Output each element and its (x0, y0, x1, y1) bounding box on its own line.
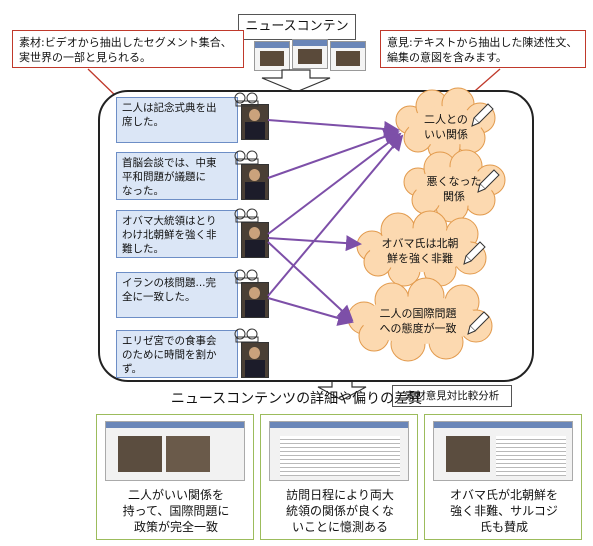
result-text-line: 政策が完全一致 (133, 520, 218, 534)
segment-text-line: のために時間を割か (122, 349, 217, 361)
down-arrow-top (261, 69, 331, 93)
opinion-note-line: 編集の意図を含みます。 (387, 51, 507, 64)
segment-text-line: 首脳会談では、中東 (122, 157, 217, 169)
result-panel: 訪問日程により両大 統領の関係が良くな いことに憶測ある (260, 414, 418, 540)
opinion-label-line: への態度が一致 (379, 322, 457, 335)
segment-photo (241, 104, 269, 140)
result-panel: オバマ氏が北朝鮮を 強く非難、サルコジ 氏も賛成 (424, 414, 582, 540)
opinion-label: オバマ氏は北朝 鮮を強く非難 (372, 236, 468, 266)
result-text-line: 二人がいい関係を (127, 488, 224, 502)
segment-item: イランの核問題...完 全に一致した。 (116, 272, 238, 318)
relation-arrow (267, 297, 354, 326)
news-content-title: ニュースコンテンツ (238, 14, 356, 58)
news-thumbnails (254, 39, 366, 71)
result-text-line: いことに憶測ある (291, 520, 388, 534)
result-text-line: オバマ氏が北朝鮮を (449, 488, 558, 502)
pen-icon (471, 103, 494, 127)
film-reel-icon (234, 269, 259, 284)
opinion-label-line: いい関係 (424, 128, 468, 141)
material-note-line: 実世界の一部と見られる。 (19, 51, 151, 64)
results-title: ニュースコンテンツの詳細や偏りの差異 (170, 391, 423, 407)
segment-text-line: 席した。 (122, 116, 164, 128)
segment-item: 二人は記念式典を出 席した。 (116, 97, 238, 143)
segment-text-line: オバマ大統領はとり (122, 215, 217, 227)
segment-text-line: 平和問題が議題に (122, 171, 206, 183)
relation-arrow (267, 129, 400, 179)
opinion-label: 二人の国際問題 への態度が一致 (364, 306, 472, 336)
film-reel-icon (234, 150, 259, 165)
opinion-label-line: 鮮を強く非難 (387, 252, 453, 265)
segment-photo (241, 222, 269, 258)
segment-text-line: 難した。 (122, 243, 164, 255)
result-screenshot (105, 421, 245, 481)
opinion-label-line: 関係 (443, 190, 465, 203)
segment-text-line: ず。 (122, 363, 142, 375)
result-text-line: 訪問日程により両大 (286, 488, 394, 502)
segment-text-line: なった。 (122, 185, 164, 197)
opinion-label: 二人との いい関係 (410, 112, 482, 142)
segment-photo (241, 164, 269, 200)
segment-item: 首脳会談では、中東 平和問題が議題に なった。 (116, 152, 238, 200)
opinion-note: 意見:テキストから抽出した陳述性文、 編集の意図を含みます。 (380, 30, 586, 68)
news-thumbnail (330, 41, 366, 71)
film-reel-icon (234, 208, 259, 223)
segment-item: エリゼ宮での食事会 のために時間を割か ず。 (116, 330, 238, 378)
film-reel-icon (234, 328, 259, 343)
result-text-line: 統領の関係が良くな (285, 504, 394, 518)
segment-photo (241, 282, 269, 318)
segment-text-line: 二人は記念式典を出 (122, 102, 217, 114)
relation-arrow (267, 134, 404, 297)
result-text: 訪問日程により両大 統領の関係が良くな いことに憶測ある (265, 487, 415, 535)
result-text-line: 氏も賛成 (479, 520, 528, 534)
opinion-label-line: 二人の国際問題 (379, 307, 457, 320)
result-screenshot (433, 421, 573, 481)
opinion-label-line: 悪くなった (426, 175, 482, 188)
film-reel-icon (234, 92, 259, 107)
segment-text-line: 全に一致した。 (122, 291, 196, 303)
material-note-line: 素材:ビデオから抽出したセグメント集合、 (19, 36, 232, 49)
result-text: オバマ氏が北朝鮮を 強く非難、サルコジ 氏も賛成 (429, 487, 579, 535)
pen-icon (477, 169, 500, 193)
segment-text-line: イランの核問題...完 (122, 277, 217, 289)
pen-icon (463, 241, 486, 265)
opinion-label: 悪くなった 関係 (418, 174, 490, 204)
opinion-cloud (395, 87, 496, 163)
opinion-label-line: オバマ氏は北朝 (381, 237, 459, 250)
news-thumbnail (254, 41, 290, 71)
opinion-label-line: 二人との (424, 113, 468, 126)
material-note: 素材:ビデオから抽出したセグメント集合、 実世界の一部と見られる。 (12, 30, 244, 68)
result-panel: 二人がいい関係を 持って、国際問題に 政策が完全一致 (96, 414, 254, 540)
relation-arrow (267, 235, 362, 252)
result-screenshot (269, 421, 409, 481)
result-text-line: 強く非難、サルコジ (450, 504, 558, 518)
opinion-note-line: 意見:テキストから抽出した陳述性文、 (387, 36, 578, 49)
relation-arrow (267, 241, 354, 322)
news-thumbnail (292, 39, 328, 69)
segment-item: オバマ大統領はとり わけ北朝鮮を強く非 難した。 (116, 210, 238, 258)
relation-arrow (267, 119, 400, 137)
pen-icon (467, 311, 490, 335)
comparison-analysis-label: 素材意見対比較分析 (392, 385, 512, 407)
opinion-cloud (356, 210, 487, 287)
result-text: 二人がいい関係を 持って、国際問題に 政策が完全一致 (101, 487, 251, 535)
result-text-line: 持って、国際問題に (122, 504, 230, 518)
relation-arrow (267, 132, 402, 235)
segment-text-line: エリゼ宮での食事会 (122, 335, 217, 347)
opinion-cloud (347, 277, 493, 362)
segment-text-line: わけ北朝鮮を強く非 (122, 229, 217, 241)
segment-photo (241, 342, 269, 378)
